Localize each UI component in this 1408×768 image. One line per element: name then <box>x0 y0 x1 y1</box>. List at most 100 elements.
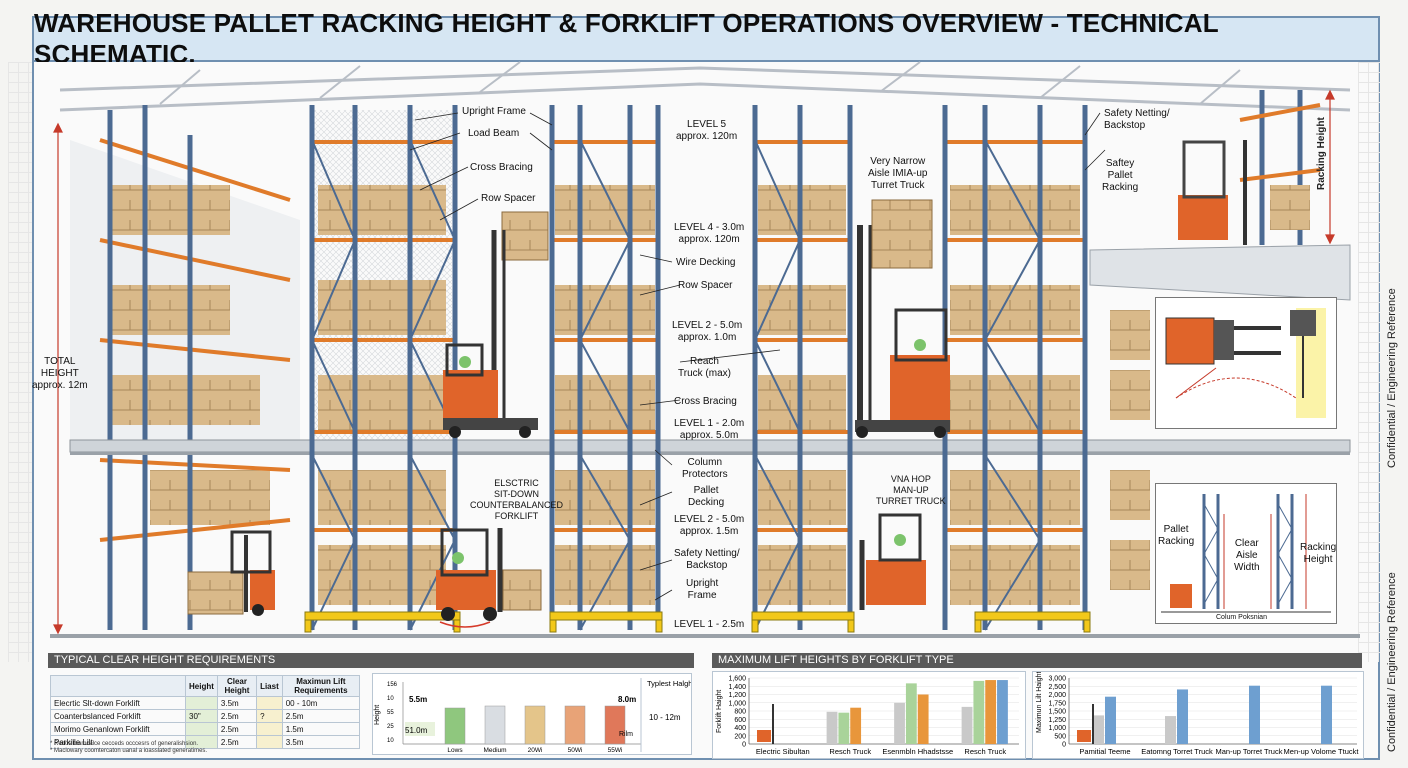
callout-safety-pallet-racking: Saftey Pallet Racking <box>1102 158 1139 193</box>
inset-column-label: Colum Poksnian <box>1216 614 1267 621</box>
side-label-top: Confidential / Engineering Reference <box>1386 288 1398 468</box>
table-header-row: Height Clear Height Liast Maximun Lift R… <box>50 675 361 697</box>
bar <box>985 680 997 744</box>
mini-category-label: Medium <box>483 747 506 754</box>
callout-safety-netting: Safety Netting/ Backstop <box>674 548 740 571</box>
rack-bay-4 <box>942 105 1088 631</box>
rack-bay-2 <box>549 105 661 631</box>
category-label: Electric Sibultan <box>756 747 810 756</box>
mini-side-head: Typlest Halght <box>647 679 691 688</box>
y-tick-label: 800 <box>734 709 746 716</box>
mini-bar <box>564 705 586 745</box>
table-row: Elecrtic Slt-down Forklift 3.5m 00 - 10m <box>50 696 361 710</box>
rack-bay-1 <box>309 105 458 631</box>
left-side-rack <box>70 105 300 630</box>
mini-bar <box>444 707 466 745</box>
y-tick-label: 200 <box>734 733 746 740</box>
aisle-width-drawing <box>1161 494 1331 613</box>
vna-turret-truck-upper <box>855 199 950 438</box>
mini-category-label: Lows <box>447 747 463 754</box>
mini-y-label: Height <box>374 705 381 725</box>
table-notes: * Redos toamcelce cecceds occcesrs of ge… <box>50 741 208 754</box>
callout-pallet-decking: Pallet Decking <box>688 485 725 508</box>
category-label: Pamitial Teeme <box>1079 747 1130 756</box>
callout-wire-decking: Wire Decking <box>676 257 736 268</box>
callout-cross-bracing-2: Cross Bracing <box>674 396 737 407</box>
callout-upright-frame-2: Upright Frame <box>686 578 719 601</box>
category-label: Esenmbln Hhadstsse <box>882 747 953 756</box>
mini-category-label: 55Wi <box>608 747 623 754</box>
right-upper-rack <box>1089 90 1351 301</box>
bar <box>826 711 838 744</box>
callout-load-beam: Load Beam <box>468 128 520 139</box>
inset-racking-height: Racking Height <box>1300 542 1337 565</box>
requirements-table: Height Clear Height Liast Maximun Lift R… <box>50 675 361 749</box>
total-height-label: TOTAL HEIGHT approx. 12m <box>32 356 88 391</box>
mini-bar <box>604 705 626 745</box>
y-tick-label: 1,200 <box>728 692 746 699</box>
racking-height-dimension <box>1325 89 1335 245</box>
table-row: Morimo Genanlown Forklift 2.5m 1.5m <box>50 722 361 736</box>
mini-side-value: 10 - 12m <box>649 713 681 722</box>
y-tick-label: 0 <box>742 742 746 749</box>
lift-heights-heading: MAXIMUM LIFT HEIGHTS BY FORKLIFT TYPE <box>712 653 1362 668</box>
lift-chart-1-svg: Forklift Haight1,6001,4001,2001,00080060… <box>716 676 1019 756</box>
vna-manup-truck-lower <box>859 513 926 610</box>
roof-structure <box>59 61 1351 112</box>
rack-bay-3 <box>752 105 853 631</box>
bar <box>917 694 929 744</box>
y-tick-label: 2,500 <box>1048 684 1066 691</box>
category-label: Resch Truck <box>829 747 871 756</box>
inset-pallet-racking: Pallet Racking <box>1158 524 1195 547</box>
racking-height-label: Racking Height <box>1316 117 1327 190</box>
bar <box>1177 689 1188 744</box>
bar <box>1249 685 1260 744</box>
y-tick-label: 0 <box>1062 742 1066 749</box>
mini-marker-right: 8.0m <box>618 695 636 704</box>
mini-y-tick: 10 <box>387 696 394 702</box>
mini-y-tick: 10 <box>387 738 394 744</box>
callout-vna-hop: VNA HOP MAN-UP TURRET TRUCK <box>876 474 946 506</box>
callout-reach-truck: Reach Truck (max) <box>678 356 731 379</box>
y-tick-label: 1,400 <box>728 684 746 691</box>
bar <box>1321 685 1332 744</box>
category-label: Man-up Torret Truck <box>1216 747 1283 756</box>
inset-clear-aisle-width: Clear Aisle Width <box>1234 538 1260 573</box>
bar <box>905 683 917 744</box>
callout-cross-bracing: Cross Bracing <box>470 162 533 173</box>
mini-category-label: 50Wi <box>568 747 583 754</box>
callout-safety-netting-top: Safety Netting/ Backstop <box>1104 108 1170 131</box>
y-tick-label: 1,600 <box>728 676 746 683</box>
side-label-bottom: Confidential / Engineering Reference <box>1386 572 1398 752</box>
counterbalanced-forklift <box>436 528 542 628</box>
lift-heights-panel: MAXIMUM LIFT HEIGHTS BY FORKLIFT TYPE Fo… <box>712 653 1364 759</box>
mini-base-label: 51.0m <box>405 726 428 735</box>
grid-margin-right <box>1358 62 1380 662</box>
mini-right-label: Rilm <box>619 731 633 738</box>
mini-y-tick: 55 <box>387 710 394 716</box>
bar <box>850 707 862 744</box>
bar <box>997 680 1008 744</box>
callout-level1a: LEVEL 1 - 2.0m approx. 5.0m <box>674 418 745 441</box>
forklift-icon <box>757 730 771 742</box>
top-view-drawing <box>1165 308 1326 418</box>
bar <box>973 680 985 744</box>
y-tick-label: 1,000 <box>728 700 746 707</box>
callout-level4: LEVEL 4 - 3.0m approx. 120m <box>674 222 745 245</box>
category-label: Men-up Volome Ttuckt <box>1284 747 1360 756</box>
y-tick-label: 1,250 <box>1048 717 1066 724</box>
y-tick-label: 400 <box>734 725 746 732</box>
callout-level2a: LEVEL 2 - 5.0m approx. 1.0m <box>672 320 743 343</box>
floor-barriers <box>304 611 1091 633</box>
mini-y-tick: 25 <box>387 724 394 730</box>
table-row: Parkille Lilt 2.5m 3.5m <box>50 735 361 749</box>
mini-bar <box>484 705 506 745</box>
clear-height-panel: TYPICAL CLEAR HEIGHT REQUIREMENTS Height… <box>48 653 695 757</box>
bar <box>1105 696 1116 744</box>
total-height-dimension <box>53 122 63 635</box>
